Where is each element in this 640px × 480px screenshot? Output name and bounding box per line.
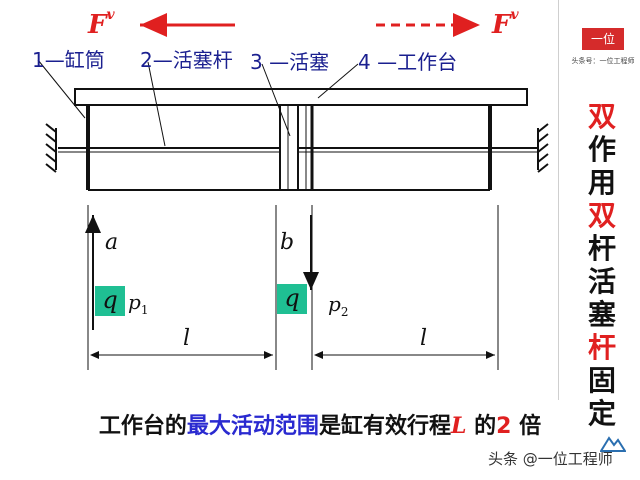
flow-q1-badge: q (95, 286, 125, 316)
flow-q2-badge: q (277, 284, 307, 314)
var-a: a (105, 230, 119, 255)
var-l-right: l (420, 326, 428, 351)
side-title-char: 固 (587, 364, 616, 397)
side-title-char: 塞 (587, 298, 616, 331)
var-l-left: l (183, 326, 191, 351)
brand-logo: 一位 (582, 28, 624, 50)
side-divider (558, 0, 559, 400)
label-worktable: 4 —工作台 (358, 50, 458, 74)
caption: 工作台的最大活动范围是缸有效行程L 的2 倍 (98, 413, 542, 439)
side-title-char: 用 (587, 166, 616, 199)
side-title-char: 定 (587, 397, 616, 430)
label-piston-rod: 2—活塞杆 (140, 48, 233, 72)
side-title-char: 杆 (587, 331, 616, 364)
side-title-char: 作 (587, 133, 616, 166)
label-cylinder: 1—缸筒 (32, 48, 105, 72)
side-title-char: 活 (587, 265, 616, 298)
mountain-icon (600, 436, 626, 452)
var-p1: p1 (128, 290, 149, 317)
brand-subtitle: 头条号：一位工程师 (571, 57, 635, 65)
worktable (74, 88, 528, 106)
side-title-char: 双 (587, 100, 616, 133)
piston (279, 104, 299, 191)
force-label-left: Fv (88, 7, 115, 40)
fixed-support-right (537, 123, 549, 173)
label-piston: 3 —活塞 (250, 50, 330, 74)
var-b: b (280, 230, 295, 255)
watermark-text: 头条 @一位工程师 (488, 450, 613, 468)
force-label-right: Fv (492, 7, 519, 40)
fixed-support-left (45, 123, 57, 173)
side-title-char: 双 (587, 199, 616, 232)
side-title-char: 杆 (587, 232, 616, 265)
side-title: 双作用双杆活塞杆固定 (582, 100, 622, 430)
var-p2: p2 (328, 292, 349, 319)
